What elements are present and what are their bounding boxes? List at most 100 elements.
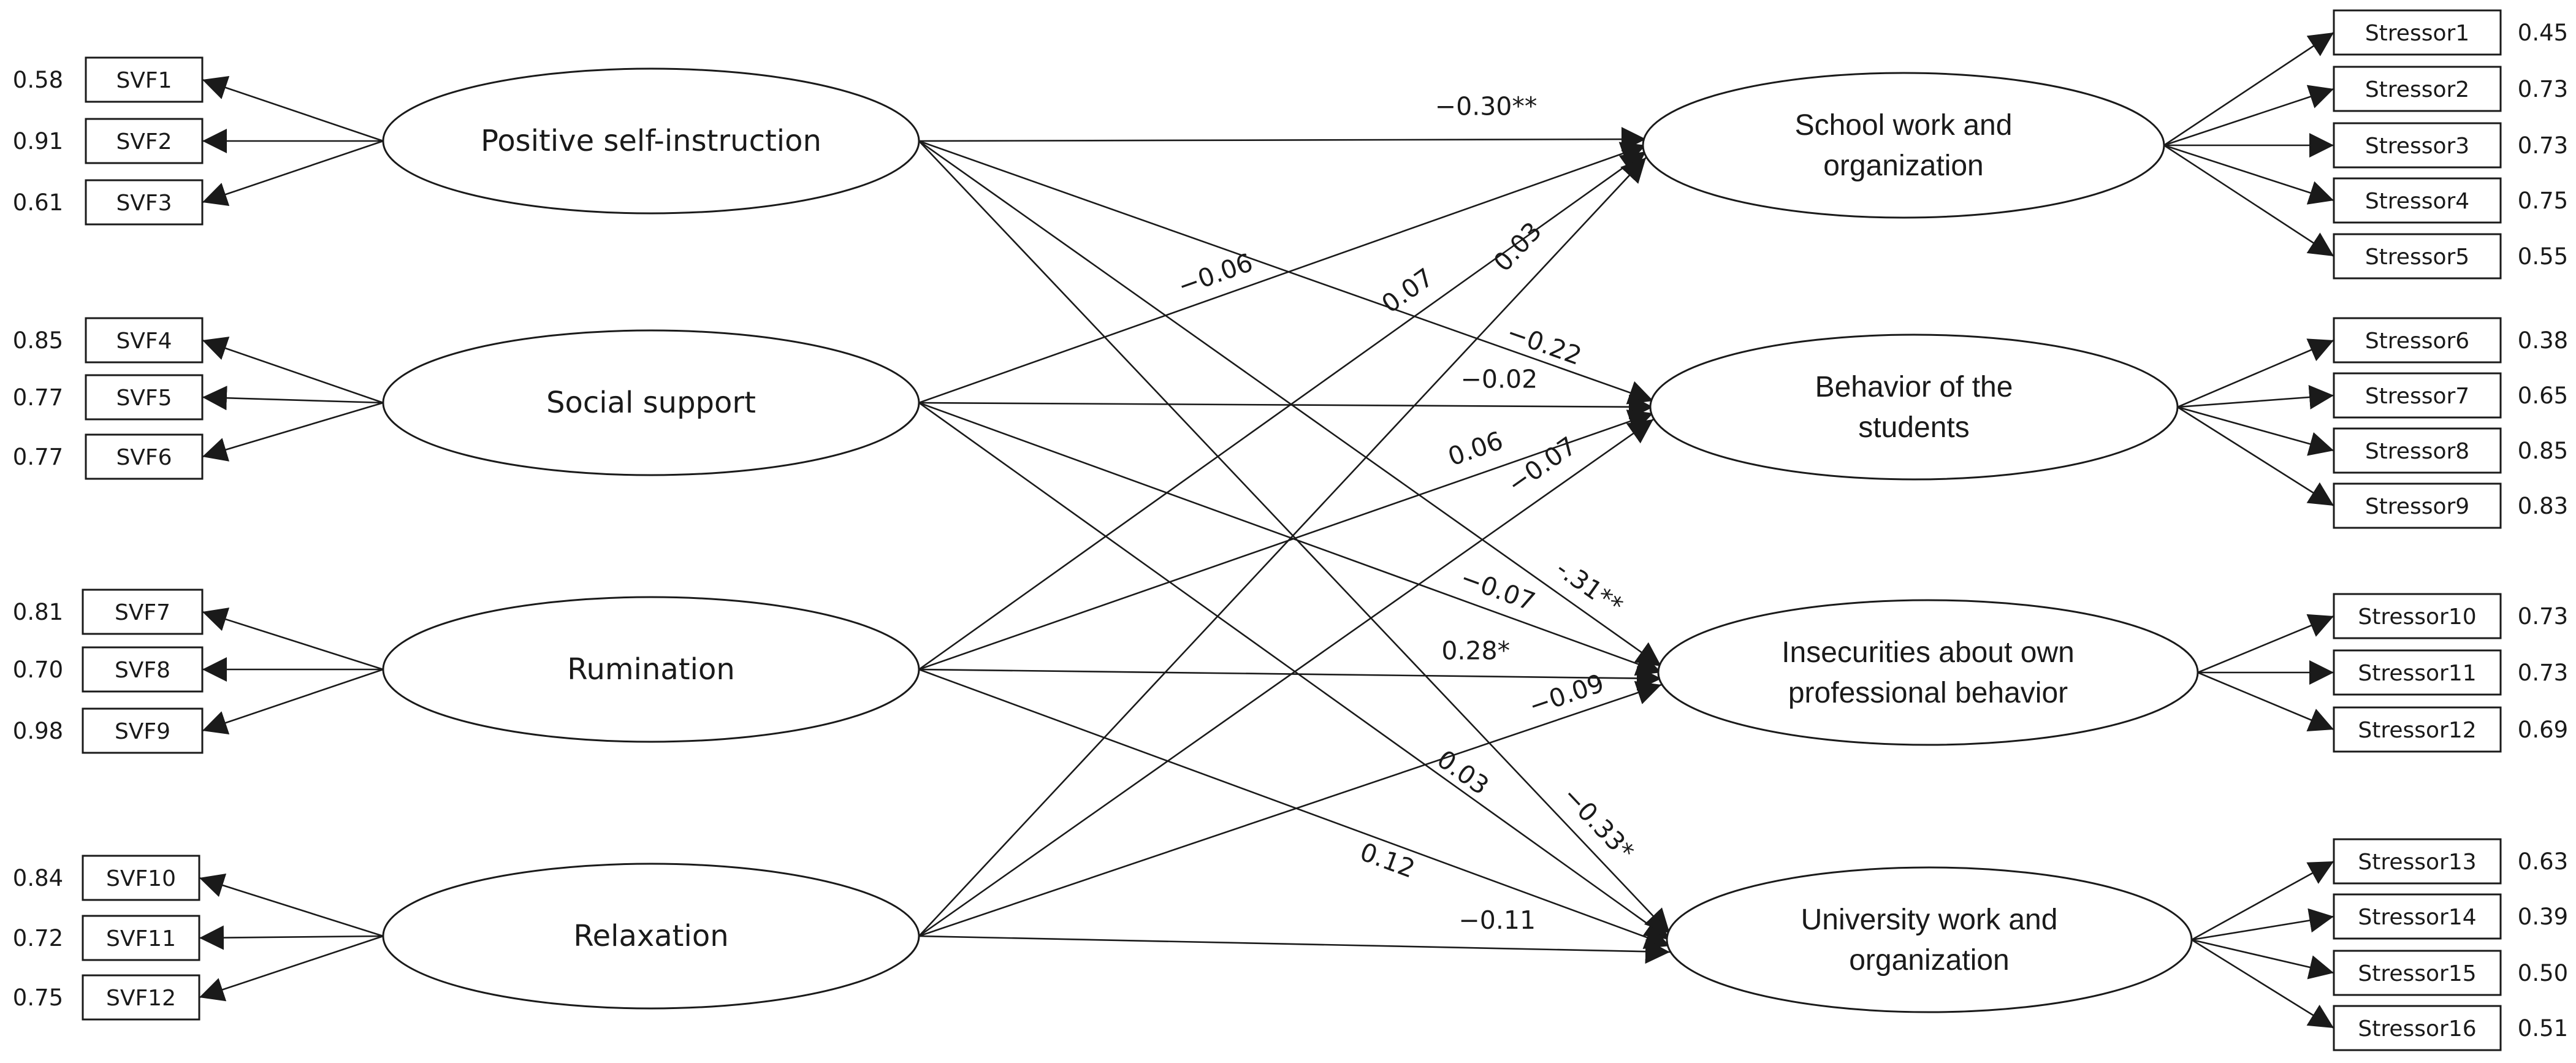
loading-arrow [202,140,384,207]
latent-label: organization [1823,150,1984,182]
path-p2-to-o1 [918,142,1647,404]
indicator-box [82,915,200,961]
loading-value: 0.77 [13,384,63,411]
indicator-box [2333,122,2502,169]
indicator-label: SVF5 [116,386,172,411]
loading-arrow [2163,144,2334,205]
loading-value: 0.69 [2518,717,2568,743]
indicator-label: SVF6 [116,445,172,470]
latent-ellipse [382,596,920,743]
loading-value: 0.98 [13,718,63,744]
loading-arrow [199,874,384,937]
loading-arrow [199,925,384,950]
path-coefficient: 0.12 [1356,837,1419,884]
indicator-box [2333,706,2502,753]
indicator-label: Stressor7 [2365,384,2469,409]
path-p4-to-o2 [918,418,1654,937]
loading-value: 0.85 [2518,438,2568,464]
path-p4-to-o4 [918,935,1671,964]
loading-value: 0.73 [2518,132,2568,159]
indicator-label: Stressor13 [2358,850,2476,875]
indicator-box [82,646,204,693]
indicator-box [2333,838,2502,885]
loading-arrow [2163,31,2334,147]
path-coefficient: −0.07 [1502,431,1582,500]
indicator-box [85,433,204,480]
indicator-label: SVF12 [106,986,176,1011]
indicator-label: Stressor9 [2365,494,2469,519]
indicator-box [2333,1005,2502,1051]
indicator-box [2333,649,2502,696]
loading-arrow [202,75,384,142]
loading-value: 0.65 [2518,383,2568,409]
latent-outcome: University work andorganizationStressor1… [1666,838,2568,1051]
indicator-label: Stressor6 [2365,329,2469,354]
indicator-label: SVF7 [115,600,170,625]
indicator-label: Stressor4 [2365,189,2469,214]
latent-label: University work and [1801,904,2058,936]
loading-arrow [2197,614,2334,674]
latent-label: Rumination [567,652,735,687]
loading-arrow [202,386,384,411]
loading-value: 0.39 [2518,904,2568,930]
loading-arrow [2191,860,2334,941]
loading-value: 0.50 [2518,960,2568,986]
indicator-box [85,118,204,164]
loading-arrow [2197,671,2334,731]
indicator-box [82,589,204,635]
loading-arrow [202,337,384,404]
loading-value: 0.38 [2518,327,2568,354]
loading-value: 0.75 [2518,188,2568,214]
path-coefficient: −0.11 [1458,905,1536,935]
indicator-label: Stressor11 [2358,661,2476,686]
indicator-box [2333,950,2502,996]
path-coefficient: 0.06 [1444,425,1507,471]
indicator-label: SVF11 [106,926,176,951]
indicator-label: SVF3 [116,191,172,216]
loading-value: 0.81 [13,599,63,625]
path-coefficient: 0.03 [1488,216,1547,277]
indicator-box [85,179,204,226]
loading-value: 0.73 [2518,76,2568,102]
path-p3-to-o2 [918,410,1654,671]
loading-value: 0.91 [13,128,63,154]
indicator-box [2333,233,2502,280]
latent-ellipse [382,863,920,1010]
latent-label: Behavior of the [1815,371,2013,403]
latent-ellipse [1657,599,2199,746]
loading-value: 0.75 [13,985,63,1011]
loading-arrow [2177,406,2334,507]
path-p4-to-o3 [918,680,1662,937]
latent-ellipse [1649,333,2179,481]
latent-label: Insecurities about own [1781,636,2075,669]
path-p1-to-o2 [918,140,1654,405]
loading-arrow [199,935,384,1002]
loading-arrow [202,402,384,462]
loading-value: 0.72 [13,925,63,951]
indicator-box [2333,177,2502,224]
indicator-label: Stressor10 [2358,604,2476,630]
loading-arrow [2191,908,2334,941]
latent-label: Relaxation [573,919,728,953]
loading-value: 0.77 [13,444,63,470]
indicator-box [2333,372,2502,419]
indicator-box [82,707,204,754]
loading-value: 0.55 [2518,243,2568,270]
loading-arrow [2177,406,2334,456]
path-coefficient: 0.28* [1441,636,1510,665]
structural-paths [918,127,1671,964]
indicator-label: Stressor16 [2358,1016,2476,1042]
latent-label: Social support [546,386,756,420]
loading-arrow [2191,939,2334,1029]
path-coefficient: −0.02 [1461,365,1538,394]
loading-value: 0.73 [2518,603,2568,630]
path-coefficient: -.31** [1551,554,1628,620]
measurement-arrows [199,31,2334,1029]
indicator-label: Stressor1 [2365,21,2469,46]
